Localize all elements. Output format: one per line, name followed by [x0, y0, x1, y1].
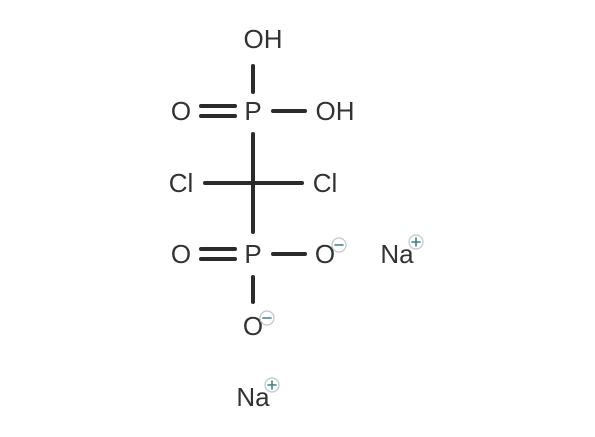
positive-charge-icon — [264, 377, 280, 393]
atom-na-bottom: Na — [236, 382, 270, 412]
atom-cl-left: Cl — [169, 168, 194, 198]
atom-p-upper: P — [244, 96, 261, 126]
atom-cl-right: Cl — [313, 168, 338, 198]
atom-oh-top: OH — [244, 24, 283, 54]
atom-oh-right: OH — [316, 96, 355, 126]
atom-p-lower: P — [244, 239, 261, 269]
atom-o-anion-right: O — [315, 239, 335, 269]
positive-charge-icon — [408, 234, 424, 250]
atom-o-lower-left: O — [171, 239, 191, 269]
atom-o-upper-left: O — [171, 96, 191, 126]
atom-o-anion-bottom: O — [243, 311, 263, 341]
atom-na-right: Na — [380, 239, 414, 269]
negative-charge-icon — [331, 237, 347, 253]
bond-lines — [199, 64, 307, 304]
negative-charge-icon — [259, 310, 275, 326]
